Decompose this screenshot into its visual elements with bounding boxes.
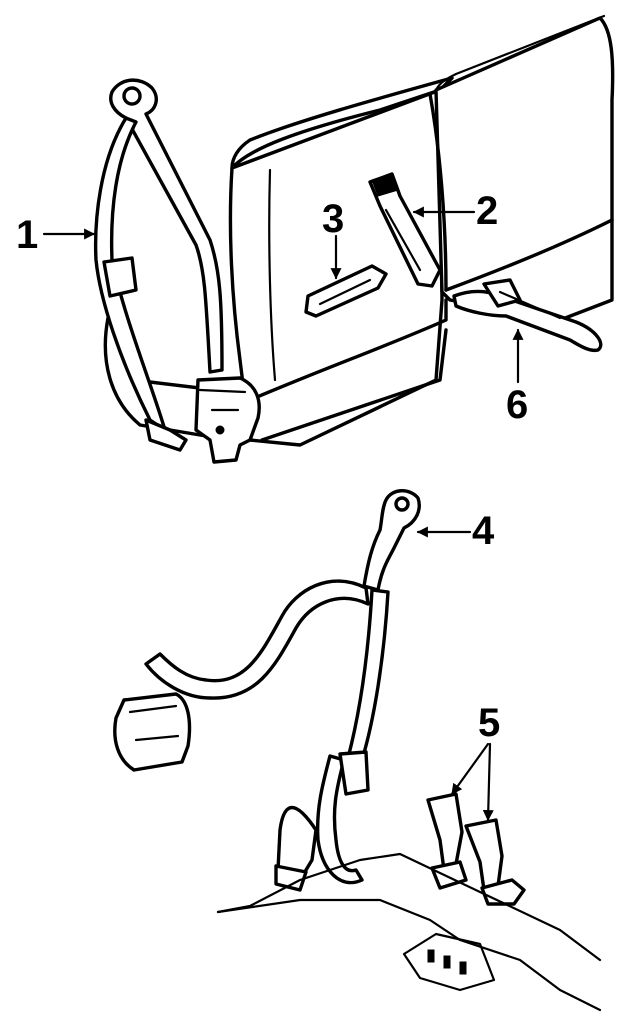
callout-1: 1 [16,213,38,257]
part-2-buckle [368,172,442,288]
callout-4: 4 [472,509,495,553]
part-3-latch-plate [304,264,388,318]
callout-3: 3 [322,197,344,241]
part-5-floor-buckles [426,792,526,906]
leader-lines [42,206,524,822]
callout-5: 5 [478,701,500,745]
part-1-front-belt-assembly [93,78,261,464]
floor-pan-outline [216,852,602,1012]
callout-6: 6 [506,383,528,427]
rear-seat-illustration [103,14,615,447]
callout-2: 2 [476,189,498,233]
part-4-rear-shoulder-belt [113,489,421,892]
part-6-anchor-bracket [452,278,603,353]
